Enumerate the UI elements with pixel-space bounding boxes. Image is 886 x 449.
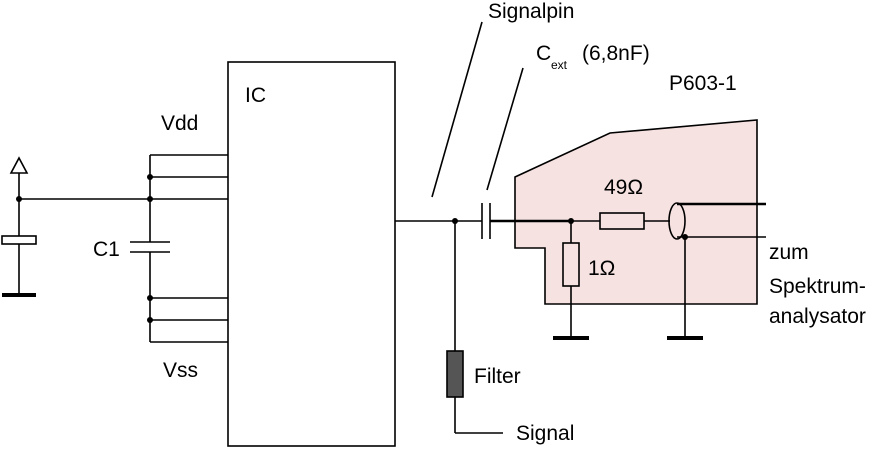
- output-label-line3: analysator: [769, 305, 866, 328]
- cext-label-sub: ext: [551, 58, 568, 72]
- vdd-label: Vdd: [161, 112, 198, 135]
- r1-label: 1Ω: [588, 257, 615, 280]
- ic-label: IC: [245, 84, 266, 107]
- ic-block: [227, 61, 396, 447]
- cext-label-main: C: [536, 42, 551, 65]
- signalpin-label: Signalpin: [488, 0, 574, 23]
- r49-label: 49Ω: [604, 176, 643, 199]
- crystal-icon: [1, 235, 37, 245]
- filter-block: [446, 350, 464, 398]
- cext-label-value: (6,8nF): [582, 42, 650, 65]
- supply-arrow-icon: [9, 156, 29, 174]
- probe-label: P603-1: [669, 72, 737, 95]
- signal-label: Signal: [516, 422, 574, 445]
- signalpin-leader: [431, 21, 483, 198]
- vss-label: Vss: [163, 359, 198, 382]
- filter-label: Filter: [474, 365, 521, 388]
- output-label-line1: zum: [769, 241, 809, 264]
- c1-label: C1: [93, 238, 120, 261]
- cext-leader: [486, 67, 524, 191]
- probe-body: [514, 119, 758, 305]
- output-label-line2: Spektrum-: [769, 275, 866, 298]
